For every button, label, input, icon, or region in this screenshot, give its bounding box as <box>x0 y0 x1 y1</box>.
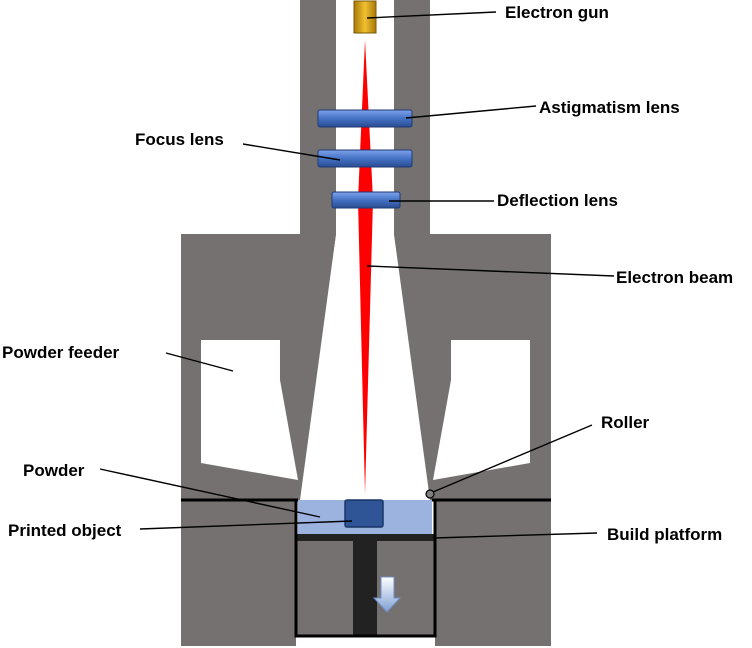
label-electron-beam: Electron beam <box>616 268 733 287</box>
column-cone-right <box>394 234 430 490</box>
build-platform <box>296 534 435 541</box>
roller-icon <box>425 489 435 499</box>
base-left <box>181 500 296 646</box>
platform-piston <box>353 541 377 636</box>
label-build-platform: Build platform <box>607 525 722 544</box>
leader-electron-beam <box>366 265 615 277</box>
powder-feeder-left <box>201 340 298 480</box>
label-roller: Roller <box>601 413 650 432</box>
printed-object <box>344 499 384 528</box>
leader-electron-gun <box>366 11 497 19</box>
label-powder: Powder <box>23 461 85 480</box>
label-astigmatism-lens: Astigmatism lens <box>539 98 680 117</box>
electron-gun <box>353 0 377 34</box>
leader-printed-object <box>139 520 353 530</box>
down-arrow-icon <box>372 576 402 613</box>
deflection-lens <box>331 191 401 209</box>
leader-focus-lens <box>242 143 341 161</box>
base-right <box>435 500 551 646</box>
label-deflection-lens: Deflection lens <box>497 191 618 210</box>
leader-roller <box>432 424 593 493</box>
leader-astigmatism-lens <box>405 105 537 119</box>
label-focus-lens: Focus lens <box>135 130 224 149</box>
astigmatism-lens <box>317 109 413 128</box>
focus-lens <box>317 149 413 168</box>
label-powder-feeder: Powder feeder <box>2 343 120 362</box>
leader-build-platform <box>433 532 598 539</box>
leader-powder-feeder <box>165 352 234 372</box>
column-cone-left <box>300 234 336 490</box>
powder-feeder-right <box>433 340 530 480</box>
leader-powder <box>99 468 321 518</box>
build-pit-outline <box>294 500 437 638</box>
electron-beam <box>358 40 373 494</box>
leader-lines <box>99 11 615 539</box>
label-printed-object: Printed object <box>8 521 122 540</box>
label-electron-gun: Electron gun <box>505 3 609 22</box>
